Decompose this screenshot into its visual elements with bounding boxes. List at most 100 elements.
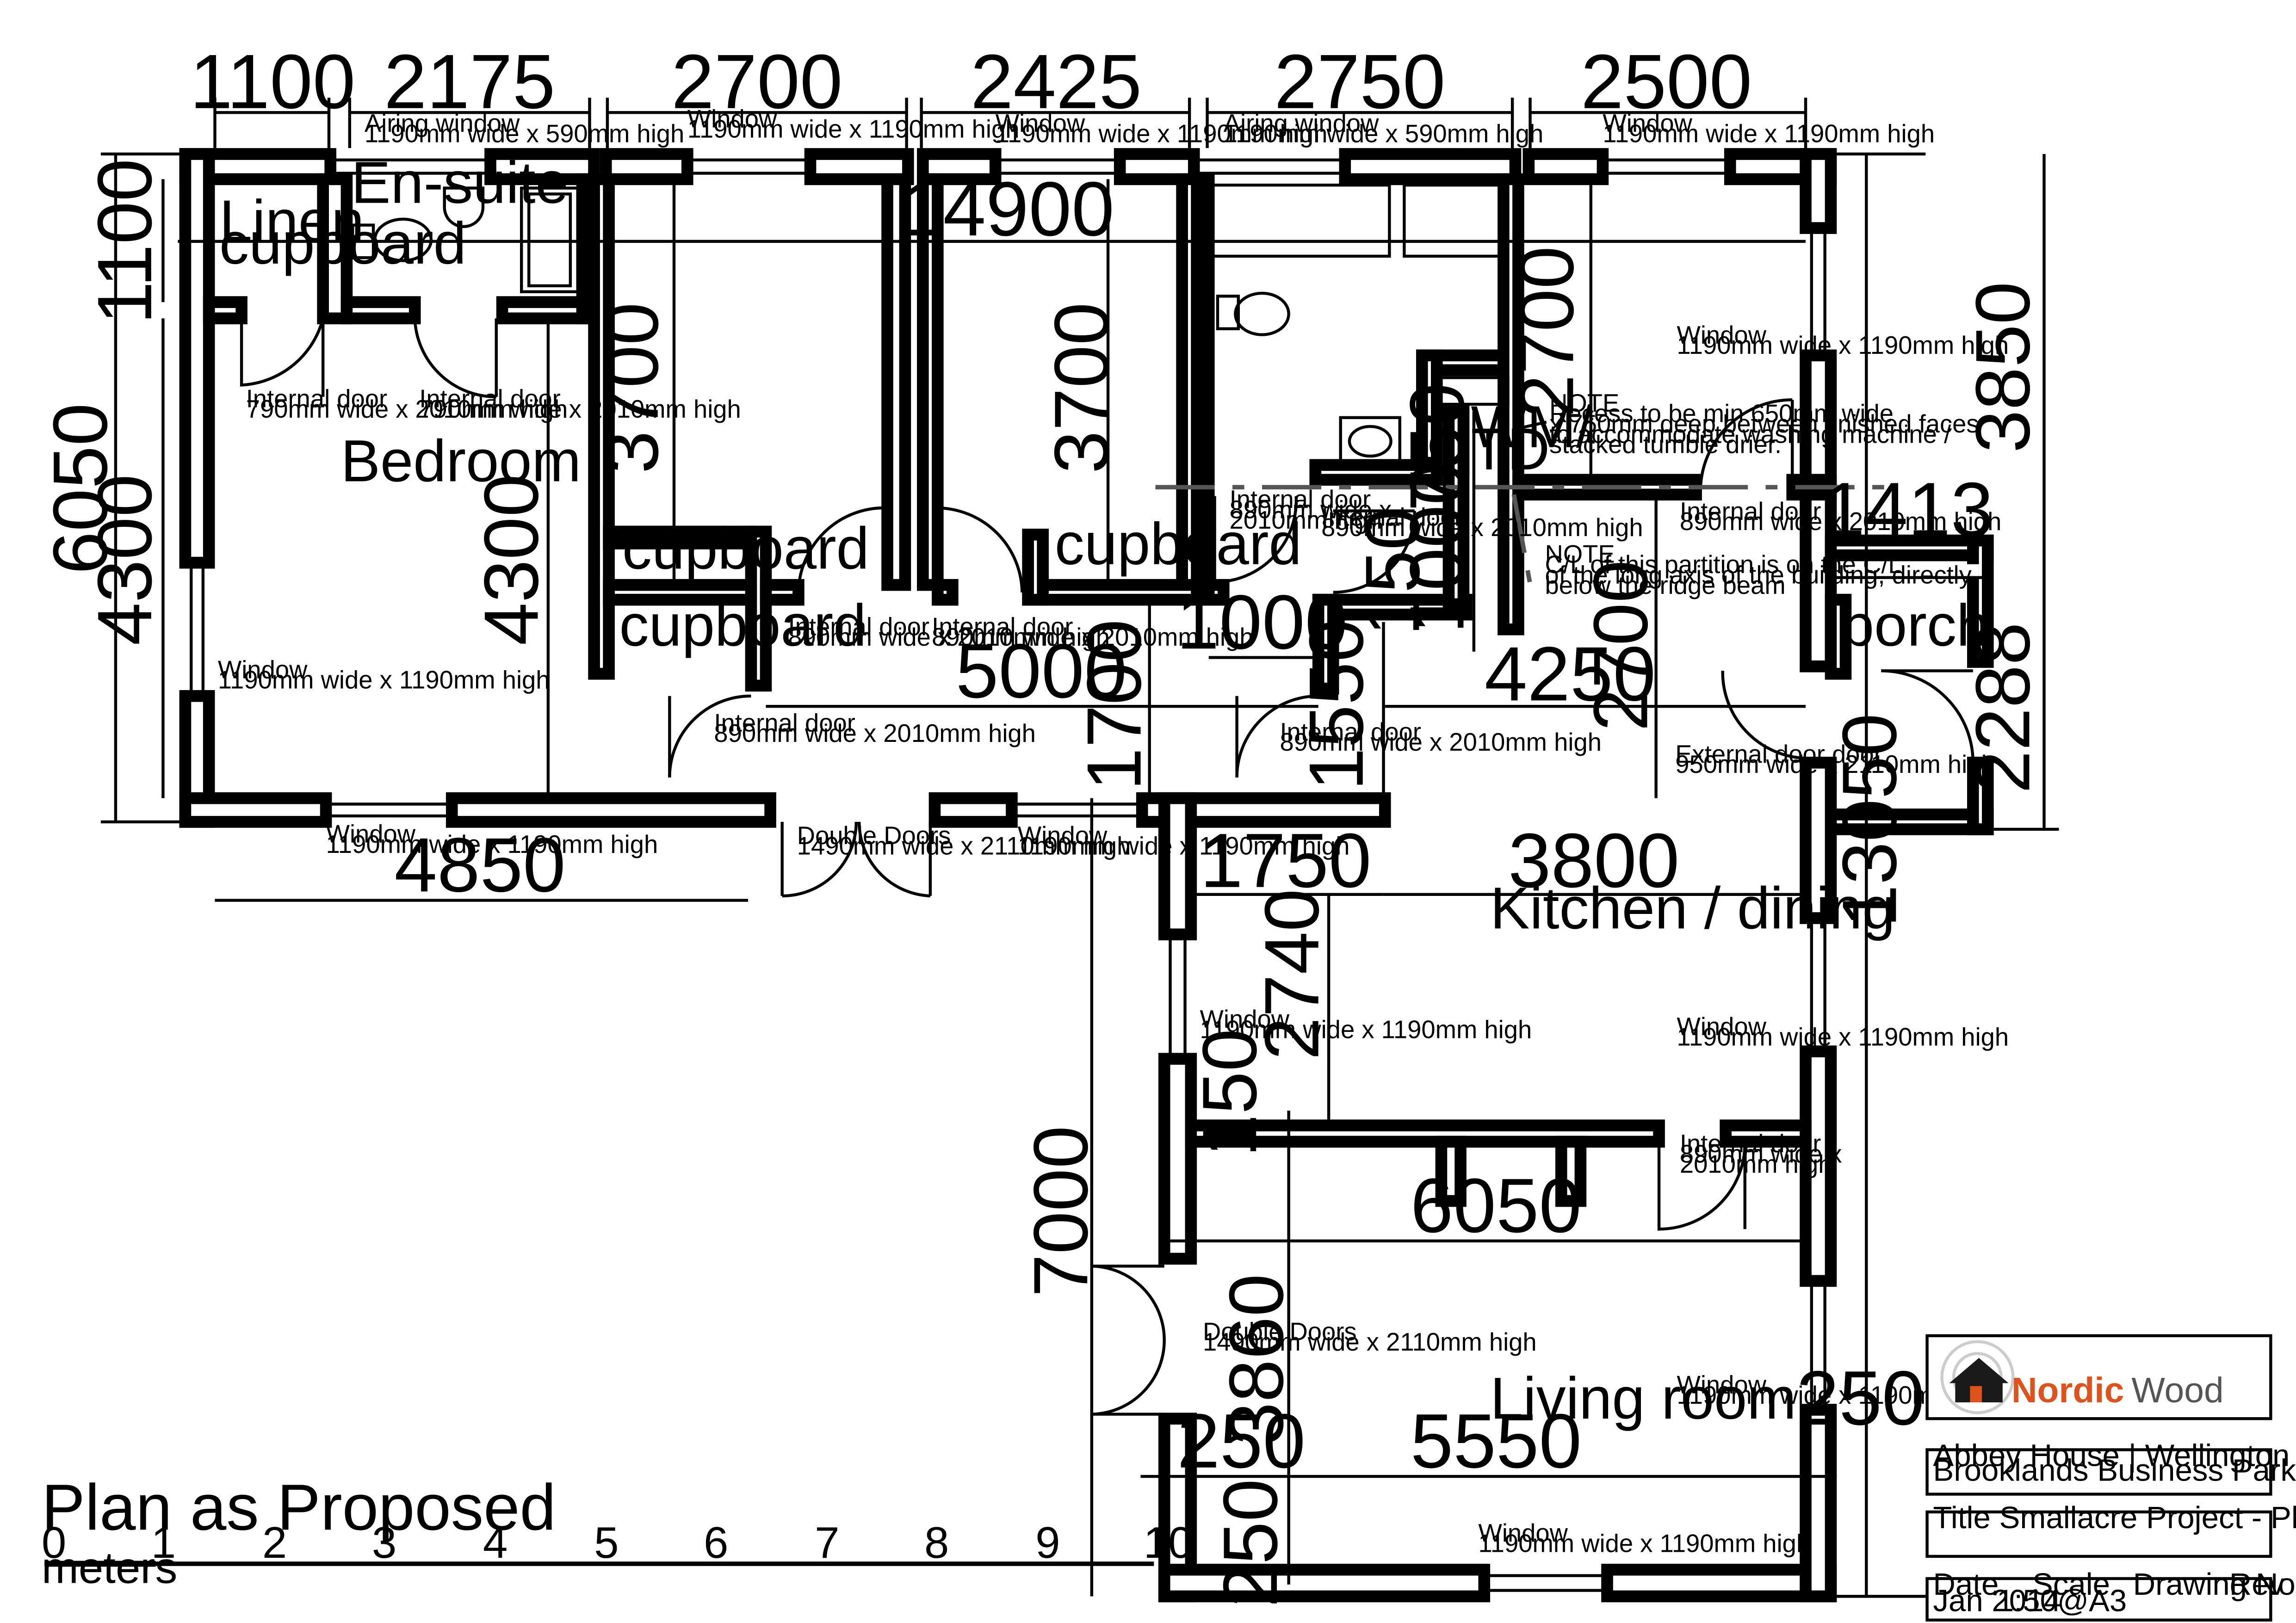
label-airing-window-size: 1190mm wide x 590mm high	[365, 119, 684, 148]
scale-tick: 3	[372, 1518, 396, 1567]
label-window: Window	[218, 655, 308, 684]
tb-header-scale: Scale	[2032, 1567, 2110, 1602]
label-window: Window	[326, 820, 416, 848]
svg-text:External door door950mm wide x: External door door950mm wide x 2110mm hi…	[1675, 740, 1995, 778]
room-td: TD	[1471, 416, 1550, 482]
dim-label: 1700	[1071, 619, 1157, 790]
svg-text:Internal door890mm wide x 2010: Internal door890mm wide x 2010mm high	[1680, 497, 2002, 536]
scale-tick: 8	[924, 1518, 949, 1567]
label-window-size: 1190mm wide x 1190mm high	[1018, 832, 1350, 860]
dim-label: 3700	[588, 302, 675, 474]
dim-label: 150	[1349, 507, 1436, 636]
walls	[179, 148, 1994, 1603]
door-swings	[240, 318, 1975, 1416]
drawing-title: Plan as Proposed	[42, 1470, 556, 1543]
label-window: Window	[1018, 821, 1108, 850]
room-ensuite: En-suite	[351, 150, 569, 216]
dim-label: 150	[1187, 1029, 1273, 1157]
address-line-1: Abbey House | Wellington Way |	[1933, 1438, 2296, 1473]
svg-text:Internal door890mm wide x 2010: Internal door890mm wide x 2010mm high	[1321, 503, 1643, 542]
label-door-size: 890mm wide x	[1680, 1140, 1842, 1168]
label-internal-door: Internal door	[714, 709, 855, 737]
label-window: Window	[1603, 109, 1692, 137]
dim-label: 3860	[1213, 1274, 1300, 1445]
dim-label: 1100	[82, 159, 168, 324]
scale-tick: 7	[815, 1518, 839, 1567]
scale-tick: 5	[594, 1518, 619, 1567]
logo-text-nordic: Nordic	[2011, 1370, 2124, 1410]
svg-text:Airing window1190mm wide x 590: Airing window1190mm wide x 590mm high	[365, 109, 684, 148]
scale-tick: 1	[151, 1518, 176, 1567]
room-cupboard-3: cupboard	[1055, 511, 1302, 577]
label-note: NOTE	[1549, 389, 1619, 417]
label-door-size: 890mm wide x 2010mm high	[788, 623, 1110, 651]
label-internal-door: Internal door	[419, 384, 560, 413]
dimension-lines	[100, 98, 2059, 1598]
label-door-size: 2010mm high	[1680, 1150, 1832, 1179]
label-window: Window	[1478, 1519, 1568, 1547]
label-airing-window: Airing window	[1224, 109, 1379, 137]
svg-text:Window1190mm wide x 1190mm hig: Window1190mm wide x 1190mm high	[1603, 109, 1935, 148]
title-line: Title Smallacre Project - Plan as Propos…	[1933, 1500, 2296, 1535]
dim-label: 1000	[1394, 462, 1480, 633]
tb-header-drawing-no: Drawing No.	[2133, 1567, 2296, 1602]
label-internal-door: Internal door	[1680, 497, 1821, 525]
scale-tick: 10	[1144, 1518, 1193, 1567]
label-window-size: 1190mm wide x 1190mm high	[687, 115, 1020, 143]
svg-text:Internal door890mm wide x 2010: Internal door890mm wide x 2010mm high	[714, 709, 1036, 747]
dim-overall-width: 14900	[900, 166, 1114, 252]
dim-label: 3700	[1039, 302, 1125, 474]
svg-text:Internal door890mm wide x2010m: Internal door890mm wide x2010mm high	[1680, 1129, 1842, 1179]
label-note-line: to accommodate washing machine /	[1549, 420, 1951, 448]
label-window-size: 1190mm wide x 1190mm high	[1603, 119, 1935, 148]
label-internal-door: Internal door	[1321, 503, 1462, 531]
svg-text:Window1190mm wide x 1190mm hig: Window1190mm wide x 1190mm high	[1677, 1012, 2009, 1051]
label-note-line: x 750mm deep between finished faces	[1549, 410, 1979, 438]
label-door-size: 890mm wide x 2010mm high	[714, 719, 1036, 747]
tb-value-date: Jan 2014	[1933, 1583, 2061, 1618]
tb-value-scale: 1:50@A3	[1997, 1583, 2127, 1618]
svg-text:NOTERecess to be min 650mm wid: NOTERecess to be min 650mm widex 750mm d…	[1549, 389, 1979, 459]
label-window-size: 1190mm wide x 1190mm high	[326, 830, 658, 858]
svg-text:NOTEC/L of this partition is o: NOTEC/L of this partition is on the C/Lo…	[1545, 540, 1972, 599]
dim-label: 250	[1207, 1479, 1293, 1607]
label-internal-door: Internal door	[1230, 485, 1371, 513]
label-airing-window-size: 1190mm wide x 590mm high	[1224, 119, 1543, 148]
label-door-size: 790mm wide x 2010mm high	[419, 395, 741, 423]
label-window-size: 1190mm wide x 1190mm high	[1677, 331, 2009, 359]
svg-text:Double Doors1490mm wide x 2110: Double Doors1490mm wide x 2110mm high	[797, 821, 1131, 860]
dim-label: 4300	[468, 474, 554, 645]
dim-label: 4250	[1485, 631, 1656, 717]
svg-text:Window1190mm wide x 1190mm hig: Window1190mm wide x 1190mm high	[1200, 1005, 1532, 1043]
label-note: NOTE	[1545, 540, 1615, 568]
scale-unit: meters	[42, 1543, 178, 1593]
windows	[190, 158, 1826, 1592]
dim-label: 2740	[1249, 889, 1335, 1060]
dim-label: 750	[1394, 383, 1480, 512]
svg-text:Window1190mm wide x 1190mm hig: Window1190mm wide x 1190mm high	[1677, 321, 2009, 359]
label-door-size: 1490mm wide x 2110mm high	[1203, 1328, 1537, 1356]
label-window: Window	[1677, 321, 1766, 349]
svg-text:Airing window1190mm wide x 590: Airing window1190mm wide x 590mm high	[1224, 109, 1543, 148]
scale-tick: 4	[483, 1518, 507, 1567]
dim-label: 2700	[1578, 560, 1664, 731]
dim-label: 1413	[1822, 467, 1993, 553]
svg-text:Internal door790mm wide x 2010: Internal door790mm wide x 2010mm high	[246, 384, 568, 423]
tb-header-rev: Rev	[2229, 1567, 2285, 1602]
room-cupboard-2: cupboard	[619, 592, 866, 659]
label-door-size: 2010mm high	[1230, 506, 1382, 534]
label-window-size: 1190mm wide x 1190mm high	[218, 666, 550, 694]
label-door-size: 890mm wide x	[1230, 496, 1392, 524]
logo-text-wood: Wood	[2131, 1370, 2223, 1410]
svg-text:Double Doors1490mm wide x 2110: Double Doors1490mm wide x 2110mm high	[1203, 1317, 1537, 1356]
label-note-line: stacked tumble drier.	[1549, 431, 1782, 459]
dim-label: 250	[1796, 1355, 1925, 1441]
label-door-size: 890mm wide x 2010mm high	[932, 623, 1254, 651]
room-linen: Linen	[219, 188, 364, 254]
room-bedroom: Bedroom	[341, 428, 582, 494]
label-note-line: of the long axis of the building, direct…	[1545, 561, 1972, 589]
label-airing-window: Airing window	[365, 109, 520, 137]
title-block: Nordic Wood Abbey House | Wellington Way…	[1925, 1334, 2296, 1622]
scale-tick: 6	[704, 1518, 728, 1567]
